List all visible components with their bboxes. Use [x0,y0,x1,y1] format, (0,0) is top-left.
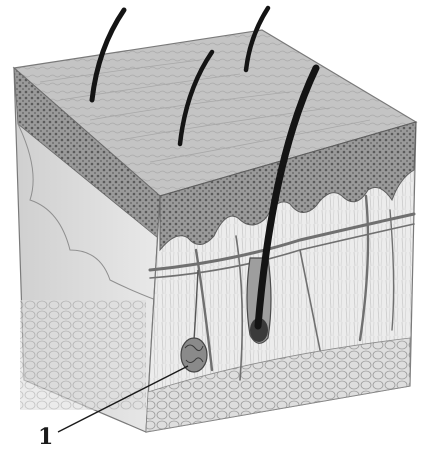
callout-label-1: 1 [38,424,53,450]
